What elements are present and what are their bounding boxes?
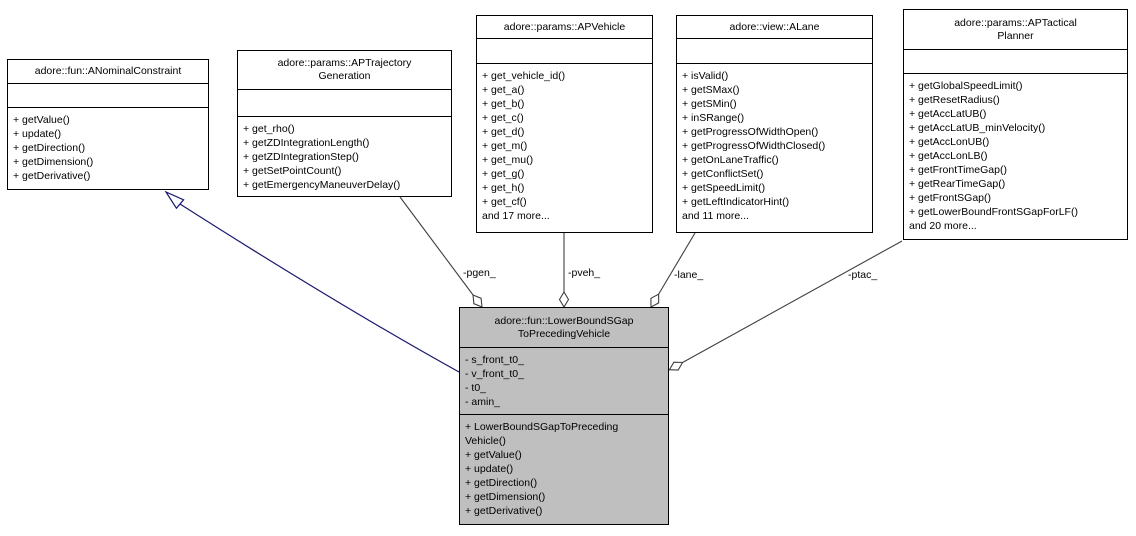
- method: + getFrontSGap(): [909, 192, 991, 204]
- edge-label-pveh: -pveh_: [568, 267, 601, 279]
- method: + getSpeedLimit(): [682, 182, 766, 194]
- methods-compartment: + getValue() + update() + getDirection()…: [8, 107, 208, 189]
- class-box-anominalconstraint[interactable]: adore::fun::ANominalConstraint + getValu…: [7, 59, 209, 190]
- aggregation-diamond-icon: [668, 361, 684, 371]
- methods-compartment: + get_rho() + getZDIntegrationLength() +…: [238, 116, 451, 196]
- method: + getRearTimeGap(): [909, 178, 1006, 190]
- attribute: - s_front_t0_: [465, 354, 524, 366]
- attribute: - amin_: [465, 396, 501, 408]
- method: + get_mu(): [482, 154, 534, 166]
- method: + getZDIntegrationStep(): [243, 151, 359, 163]
- class-title: adore::view::ALane: [729, 20, 820, 33]
- title-compartment: adore::params::APVehicle: [477, 16, 652, 38]
- method: Vehicle(): [465, 435, 506, 447]
- attributes-compartment: [904, 49, 1127, 73]
- method: + getLowerBoundFrontSGapForLF(): [909, 206, 1078, 218]
- more-indicator: and 20 more...: [909, 220, 977, 232]
- class-title: adore::params::APVehicle: [503, 20, 626, 33]
- method: + getGlobalSpeedLimit(): [909, 80, 1023, 92]
- inheritance-edge: [179, 203, 460, 373]
- method: + getEmergencyManeuverDelay(): [243, 179, 401, 191]
- attributes-compartment: - s_front_t0_ - v_front_t0_ - t0_ - amin…: [460, 347, 668, 414]
- attribute: - v_front_t0_: [465, 368, 524, 380]
- method: + get_h(): [482, 182, 525, 194]
- method: + LowerBoundSGapToPreceding: [465, 421, 619, 433]
- method: + getLeftIndicatorHint(): [682, 196, 790, 208]
- inheritance-arrowhead-icon: [164, 190, 185, 210]
- method: + getDirection(): [465, 477, 538, 489]
- method: + getAccLonUB(): [909, 136, 990, 148]
- method: + get_vehicle_id(): [482, 70, 566, 82]
- edge-label-lane: -lane_: [674, 269, 704, 281]
- class-box-aptrajectorygeneration[interactable]: adore::params::APTrajectory Generation +…: [237, 50, 452, 197]
- title-compartment: adore::view::ALane: [677, 16, 872, 38]
- method: + isValid(): [682, 70, 729, 82]
- method: + get_g(): [482, 168, 525, 180]
- class-title: adore::params::APTactical: [954, 16, 1077, 29]
- method: + getAccLonLB(): [909, 150, 988, 162]
- method: + get_a(): [482, 84, 525, 96]
- attributes-compartment: [8, 83, 208, 107]
- method: + getDerivative(): [13, 170, 91, 182]
- method: + getZDIntegrationLength(): [243, 137, 370, 149]
- method: + getOnLaneTraffic(): [682, 154, 779, 166]
- method: + getDerivative(): [465, 505, 543, 517]
- class-box-apvehicle[interactable]: adore::params::APVehicle + get_vehicle_i…: [476, 15, 653, 233]
- class-box-alane[interactable]: adore::view::ALane + isValid() + getSMax…: [676, 15, 873, 233]
- method: + getFrontTimeGap(): [909, 164, 1007, 176]
- method: + getConflictSet(): [682, 168, 764, 180]
- method: + getAccLatUB(): [909, 108, 987, 120]
- method: + getSetPointCount(): [243, 165, 342, 177]
- aggregation-edge-pgen: [399, 196, 483, 308]
- methods-compartment: + get_vehicle_id() + get_a() + get_b() +…: [477, 63, 652, 232]
- more-indicator: and 17 more...: [482, 210, 550, 222]
- method: + get_cf(): [482, 196, 527, 208]
- method: + get_m(): [482, 140, 528, 152]
- aggregation-diamond-icon: [558, 290, 570, 309]
- title-compartment: adore::params::APTrajectory Generation: [238, 51, 451, 89]
- class-title: ToPrecedingVehicle: [517, 327, 611, 340]
- methods-compartment: + getGlobalSpeedLimit() + getResetRadius…: [904, 73, 1127, 239]
- title-compartment: adore::fun::LowerBoundSGap ToPrecedingVe…: [460, 308, 668, 347]
- method: + getProgressOfWidthOpen(): [682, 126, 819, 138]
- attributes-compartment: [238, 89, 451, 116]
- attribute: - t0_: [465, 382, 487, 394]
- method: + get_d(): [482, 126, 525, 138]
- method: + getSMax(): [682, 84, 740, 96]
- class-title: Planner: [997, 29, 1034, 42]
- title-compartment: adore::fun::ANominalConstraint: [8, 60, 208, 83]
- edge-label-pgen: -pgen_: [463, 267, 496, 279]
- class-title: adore::fun::ANominalConstraint: [34, 65, 182, 77]
- method: + update(): [465, 463, 514, 475]
- method: + getDimension(): [465, 491, 546, 503]
- edge-label-ptac: -ptac_: [848, 269, 878, 281]
- class-title: adore::params::APTrajectory: [277, 57, 412, 69]
- class-title: Generation: [318, 70, 371, 82]
- methods-compartment: + isValid() + getSMax() + getSMin() + in…: [677, 63, 872, 232]
- class-box-aptacticalplanner[interactable]: adore::params::APTactical Planner + getG…: [903, 9, 1128, 240]
- aggregation-edge-ptac: [668, 240, 903, 371]
- attributes-compartment: [677, 38, 872, 63]
- attributes-compartment: [477, 38, 652, 63]
- method: + update(): [13, 128, 62, 140]
- method: + getProgressOfWidthClosed(): [682, 140, 826, 152]
- class-title: adore::fun::LowerBoundSGap: [494, 314, 634, 327]
- method: + getResetRadius(): [909, 94, 1000, 106]
- class-box-lowerboundsgaptoprecedingvehicle[interactable]: adore::fun::LowerBoundSGap ToPrecedingVe…: [459, 307, 669, 525]
- method: + get_c(): [482, 112, 524, 124]
- method: + getDirection(): [13, 142, 86, 154]
- method: + getAccLatUB_minVelocity(): [909, 122, 1046, 134]
- method: + get_rho(): [243, 123, 295, 135]
- method: + get_b(): [482, 98, 525, 110]
- method: + getValue(): [465, 449, 522, 461]
- methods-compartment: + LowerBoundSGapToPreceding Vehicle() + …: [460, 414, 668, 524]
- method: + getDimension(): [13, 156, 94, 168]
- method: + getSMin(): [682, 98, 737, 110]
- method: + inSRange(): [682, 112, 745, 124]
- method: + getValue(): [13, 114, 70, 126]
- more-indicator: and 11 more...: [682, 210, 749, 222]
- title-compartment: adore::params::APTactical Planner: [904, 10, 1127, 49]
